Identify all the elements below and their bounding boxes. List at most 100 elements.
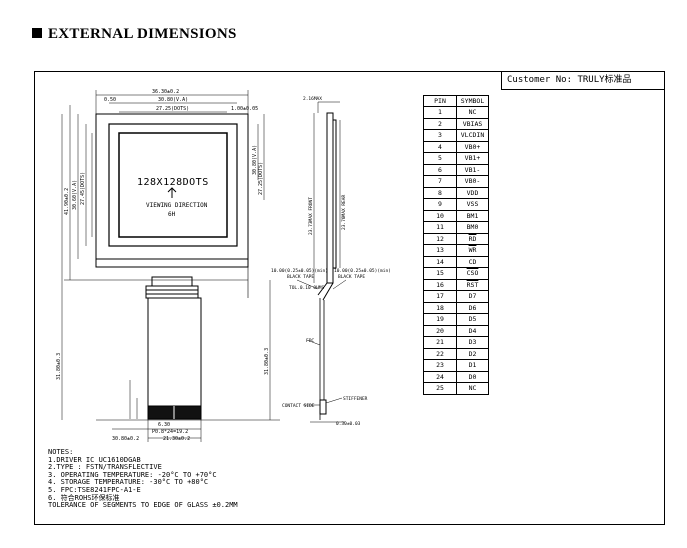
note-item: 4. STORAGE TEMPERATURE: -30°C TO +80°C	[48, 478, 209, 487]
page-heading: EXTERNAL DIMENSIONS	[32, 26, 237, 43]
table-cell: VLCDIN	[456, 129, 489, 142]
table-cell: 17	[423, 290, 457, 303]
table-cell: 12	[423, 232, 457, 245]
table-cell: D7	[456, 290, 489, 303]
dim-left3: 27.45(DOTS)	[80, 172, 86, 205]
table-cell: 2	[423, 117, 457, 130]
table-cell: 11	[423, 221, 457, 234]
dim-small2: 1.00±0.05	[231, 106, 258, 112]
side-tolerance: TOL.0.10 OHMS	[289, 285, 325, 291]
note-item: TOLERANCE OF SEGMENTS TO EDGE OF GLASS ±…	[48, 501, 238, 510]
table-cell: D4	[456, 324, 489, 337]
table-cell: 9	[423, 198, 457, 211]
table-cell: 5	[423, 152, 457, 165]
viewing-label: VIEWING DIRECTION	[146, 202, 208, 209]
dim-fpc-total: 30.80±0.2	[112, 436, 139, 442]
table-cell: 24	[423, 370, 457, 383]
table-cell: VB0+	[456, 140, 489, 153]
table-cell: CD	[456, 255, 489, 268]
side-contact: CONTACT SIDE	[282, 403, 315, 409]
dim-aa: 27.25(DOTS)	[156, 106, 189, 112]
table-cell: 13	[423, 244, 457, 257]
side-glass	[326, 112, 334, 284]
connector	[151, 276, 193, 287]
table-cell: 8	[423, 186, 457, 199]
table-cell: D1	[456, 359, 489, 372]
table-cell: RST	[456, 278, 489, 291]
fpc-upper	[145, 285, 199, 299]
note-item: 1.DRIVER IC UC1610DGAB	[48, 455, 141, 464]
note-item: 3. OPERATING TEMPERATURE: -20°C TO +70°C	[48, 470, 217, 479]
dim-bottom-right: 31.80±0.3	[264, 348, 270, 375]
display-text: 128X128DOTS	[137, 177, 209, 188]
symbol-header: SYMBOL	[456, 95, 489, 107]
table-cell: VB1-	[456, 163, 489, 176]
note-item: 6. 符合ROHS环保标准	[48, 493, 120, 502]
table-cell: 1	[423, 106, 457, 119]
table-cell: VSS	[456, 198, 489, 211]
table-cell: 6	[423, 163, 457, 176]
dim-small1: 0.50	[104, 97, 116, 103]
notes-title: NOTES:	[48, 448, 74, 456]
side-black-tape-1: BLACK TAPE	[287, 274, 314, 280]
table-cell: 19	[423, 313, 457, 326]
table-cell: 14	[423, 255, 457, 268]
table-cell: NC	[456, 106, 489, 119]
table-cell: 3	[423, 129, 457, 142]
fpc-tail	[147, 297, 202, 407]
dim-fpc-right: 21.30±0.2	[163, 436, 190, 442]
dim-fpc-width: 6.30	[158, 422, 170, 428]
dim-left: 41.90±0.2	[64, 188, 70, 215]
table-cell: 4	[423, 140, 457, 153]
side-tape-dim-1: 10.00(0.25±0.05)(min)	[271, 268, 328, 274]
table-cell: RD	[456, 232, 489, 245]
table-cell: 18	[423, 301, 457, 314]
bezel-bottom	[95, 258, 249, 268]
side-tape-dim-2: 10.00(0.25±0.05)(min)	[334, 268, 391, 274]
side-stiffener: STIFFENER	[343, 396, 368, 402]
table-cell: 21	[423, 336, 457, 349]
side-bottom-dim: 0.30±0.03	[336, 421, 361, 427]
drawing-frame	[34, 71, 665, 525]
table-cell: D2	[456, 347, 489, 360]
table-cell: 20	[423, 324, 457, 337]
table-cell: D0	[456, 370, 489, 383]
side-black-tape-2: BLACK TAPE	[338, 274, 365, 280]
notes-block: NOTES: 1.DRIVER IC UC1610DGAB 2.TYPE : F…	[48, 448, 238, 510]
lcd-viewing-area	[108, 123, 238, 247]
dim-top: 36.30±0.2	[152, 89, 179, 95]
table-cell: 7	[423, 175, 457, 188]
table-cell: VB1+	[456, 152, 489, 165]
dim-left2: 30.60(V.A)	[72, 180, 78, 210]
table-cell: VB0-	[456, 175, 489, 188]
table-cell: D5	[456, 313, 489, 326]
customer-box: Customer No: TRULY标准品	[501, 71, 665, 90]
pin-header: PIN	[423, 95, 457, 107]
dim-right1: 30.80(V.A)	[252, 145, 258, 175]
viewing-value: 6H	[168, 211, 176, 218]
side-front-label: 23.73MAX FRONT	[308, 197, 314, 235]
table-cell: NC	[456, 382, 489, 395]
table-cell: 10	[423, 209, 457, 222]
table-cell: VBIAS	[456, 117, 489, 130]
lcd-active-area	[118, 132, 228, 238]
